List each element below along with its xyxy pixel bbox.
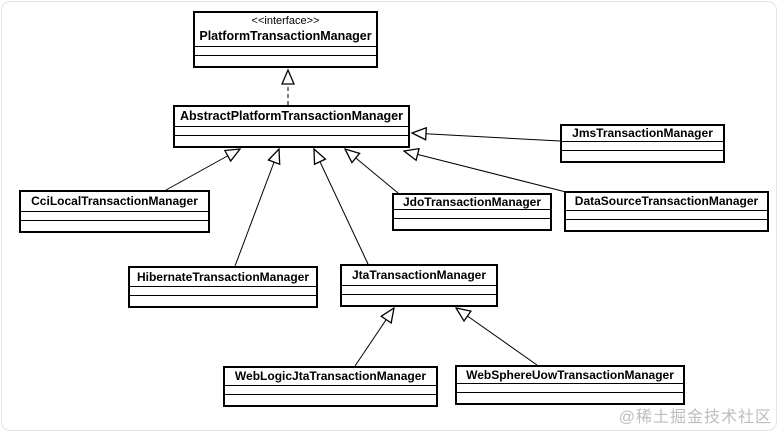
class-name: HibernateTransactionManager xyxy=(136,269,310,284)
class-box-jta-transaction-manager: JtaTransactionManager xyxy=(340,264,498,307)
operations-compartment xyxy=(342,294,496,305)
class-title: DataSourceTransactionManager xyxy=(566,193,767,210)
class-box-cci-local-transaction-manager: CciLocalTransactionManager xyxy=(19,190,210,233)
watermark: @稀土掘金技术社区 xyxy=(618,409,772,426)
stereotype-label: <<interface>> xyxy=(251,15,320,28)
attributes-compartment xyxy=(566,210,767,219)
operations-compartment xyxy=(195,55,376,66)
class-title: AbstractPlatformTransactionManager xyxy=(175,107,408,126)
class-title: JdoTransactionManager xyxy=(394,195,550,209)
generalization-edge-jms-to-abstract xyxy=(412,133,561,142)
class-title: CciLocalTransactionManager xyxy=(21,192,208,211)
attributes-compartment xyxy=(175,126,408,135)
class-box-weblogic-jta-transaction-manager: WebLogicJtaTransactionManager xyxy=(223,366,438,407)
operations-compartment xyxy=(394,218,550,229)
attributes-compartment xyxy=(342,285,496,294)
attributes-compartment xyxy=(562,141,723,150)
class-title: JmsTransactionManager xyxy=(562,126,723,141)
operations-compartment xyxy=(566,219,767,230)
generalization-edge-jdo-to-abstract xyxy=(345,149,399,194)
class-box-platform-transaction-manager: <<interface>> PlatformTransactionManager xyxy=(193,11,378,68)
attributes-compartment xyxy=(225,385,436,394)
attributes-compartment xyxy=(394,209,550,218)
class-name: WebLogicJtaTransactionManager xyxy=(234,369,427,384)
class-title: HibernateTransactionManager xyxy=(130,268,316,286)
class-name: JmsTransactionManager xyxy=(572,126,713,141)
attributes-compartment xyxy=(457,383,683,392)
generalization-edge-weblogic-to-jta xyxy=(354,308,394,367)
generalization-edge-datasource-to-abstract xyxy=(404,151,567,193)
generalization-edge-jta-to-abstract xyxy=(314,149,369,265)
class-title: <<interface>> PlatformTransactionManager xyxy=(195,13,376,46)
class-box-websphere-uow-transaction-manager: WebSphereUowTransactionManager xyxy=(455,365,685,405)
class-name: CciLocalTransactionManager xyxy=(31,194,198,209)
class-box-jdo-transaction-manager: JdoTransactionManager xyxy=(392,193,552,231)
class-name: PlatformTransactionManager xyxy=(199,28,372,43)
operations-compartment xyxy=(225,394,436,405)
class-box-datasource-transaction-manager: DataSourceTransactionManager xyxy=(564,191,769,232)
class-name: WebSphereUowTransactionManager xyxy=(466,367,674,382)
attributes-compartment xyxy=(195,46,376,55)
operations-compartment xyxy=(21,220,208,231)
attributes-compartment xyxy=(21,211,208,220)
generalization-edge-hibernate-to-abstract xyxy=(234,149,279,267)
class-name: DataSourceTransactionManager xyxy=(574,194,759,209)
class-name: JdoTransactionManager xyxy=(402,195,542,209)
attributes-compartment xyxy=(130,286,316,295)
operations-compartment xyxy=(562,150,723,161)
operations-compartment xyxy=(130,295,316,306)
generalization-edge-websphere-to-jta xyxy=(456,308,538,366)
class-box-jms-transaction-manager: JmsTransactionManager xyxy=(560,124,725,163)
class-name: AbstractPlatformTransactionManager xyxy=(180,109,403,123)
generalization-edge-cci-to-abstract xyxy=(165,149,240,191)
class-name: JtaTransactionManager xyxy=(351,268,487,283)
class-title: WebSphereUowTransactionManager xyxy=(457,367,683,383)
class-box-abstract-platform-transaction-manager: AbstractPlatformTransactionManager xyxy=(173,105,410,148)
operations-compartment xyxy=(457,392,683,403)
operations-compartment xyxy=(175,135,408,146)
class-title: JtaTransactionManager xyxy=(342,266,496,285)
class-box-hibernate-transaction-manager: HibernateTransactionManager xyxy=(128,266,318,308)
class-title: WebLogicJtaTransactionManager xyxy=(225,368,436,385)
